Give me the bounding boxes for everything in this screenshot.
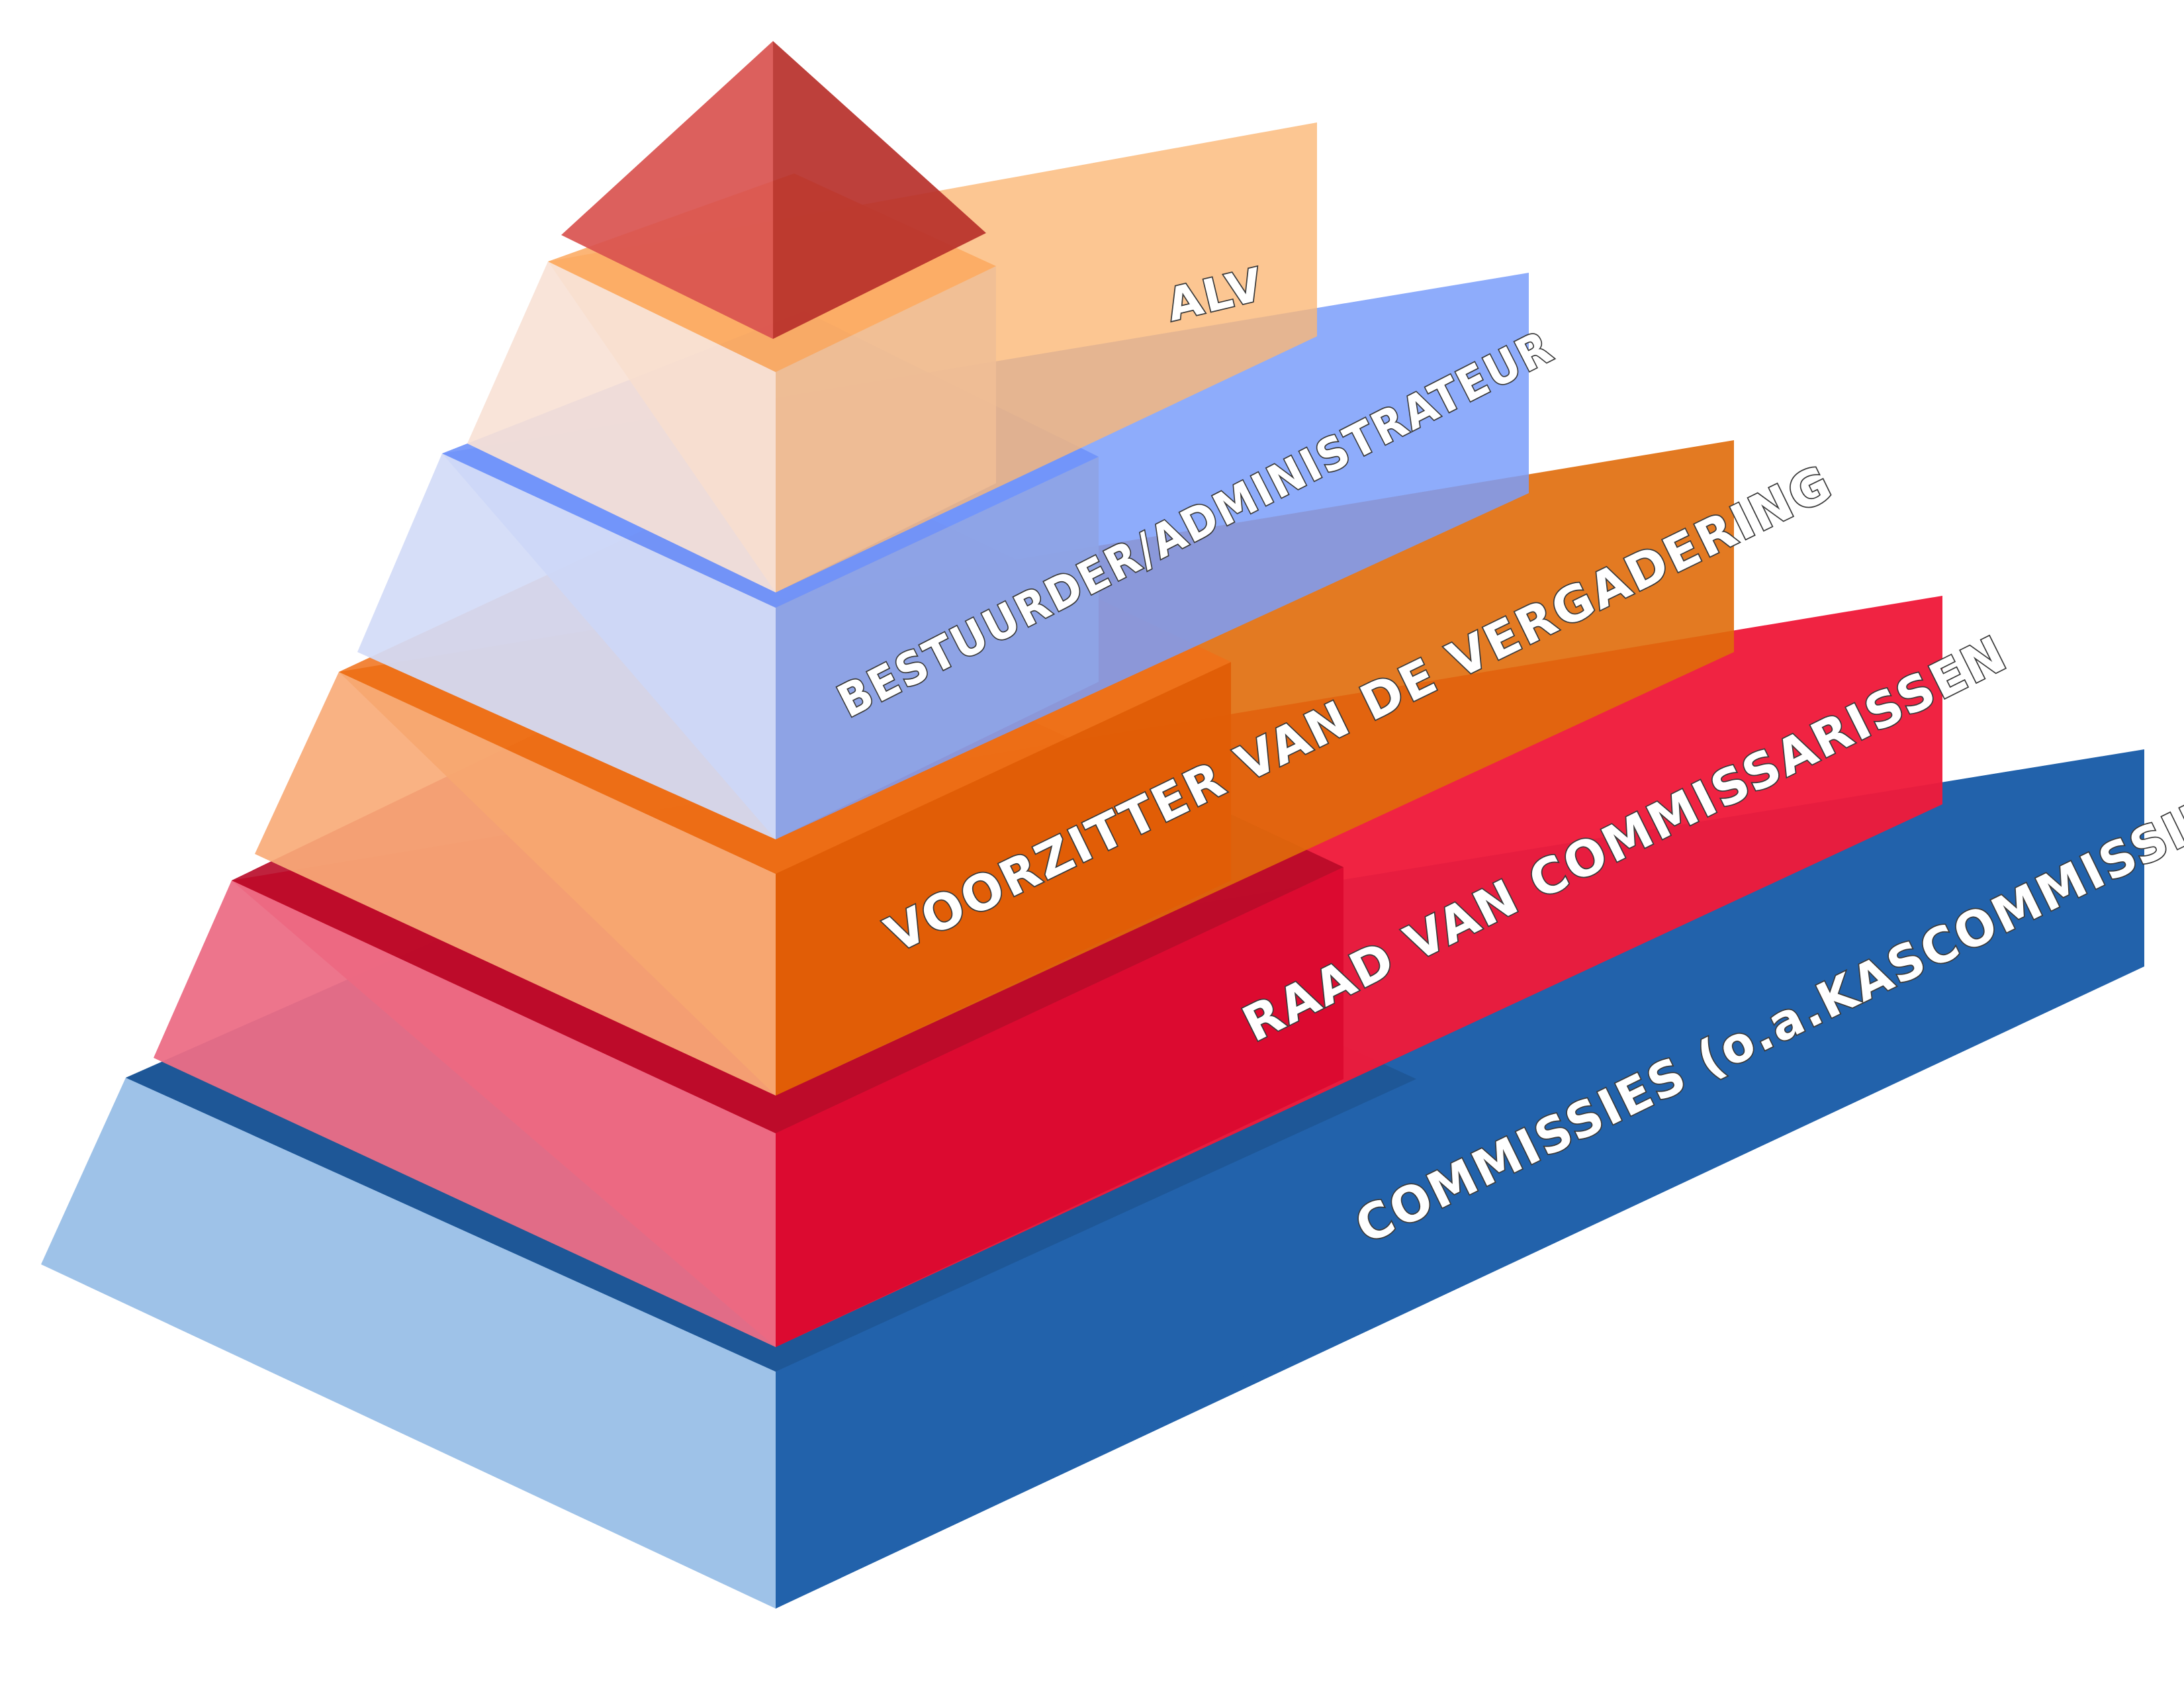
tier-bestuurder-front-face bbox=[776, 457, 1099, 839]
tier-bestuurder-left-face bbox=[357, 453, 776, 839]
tier-raad-front-face bbox=[776, 867, 1343, 1347]
apex-right-face bbox=[773, 41, 986, 339]
tier-commissies-left-face bbox=[41, 1078, 776, 1609]
tier-alv-front-face bbox=[776, 266, 996, 592]
tier-commissies-front-face bbox=[776, 1079, 1416, 1609]
pyramid-apex bbox=[561, 41, 986, 339]
tier-raad-left-face bbox=[154, 880, 776, 1347]
tier-raad bbox=[154, 596, 1942, 1347]
tier-voorzitter-left-face bbox=[255, 672, 776, 1096]
tier-alv-left-face bbox=[467, 261, 776, 592]
apex-left-face bbox=[561, 41, 773, 339]
tier-voorzitter-front-face bbox=[776, 662, 1231, 1096]
